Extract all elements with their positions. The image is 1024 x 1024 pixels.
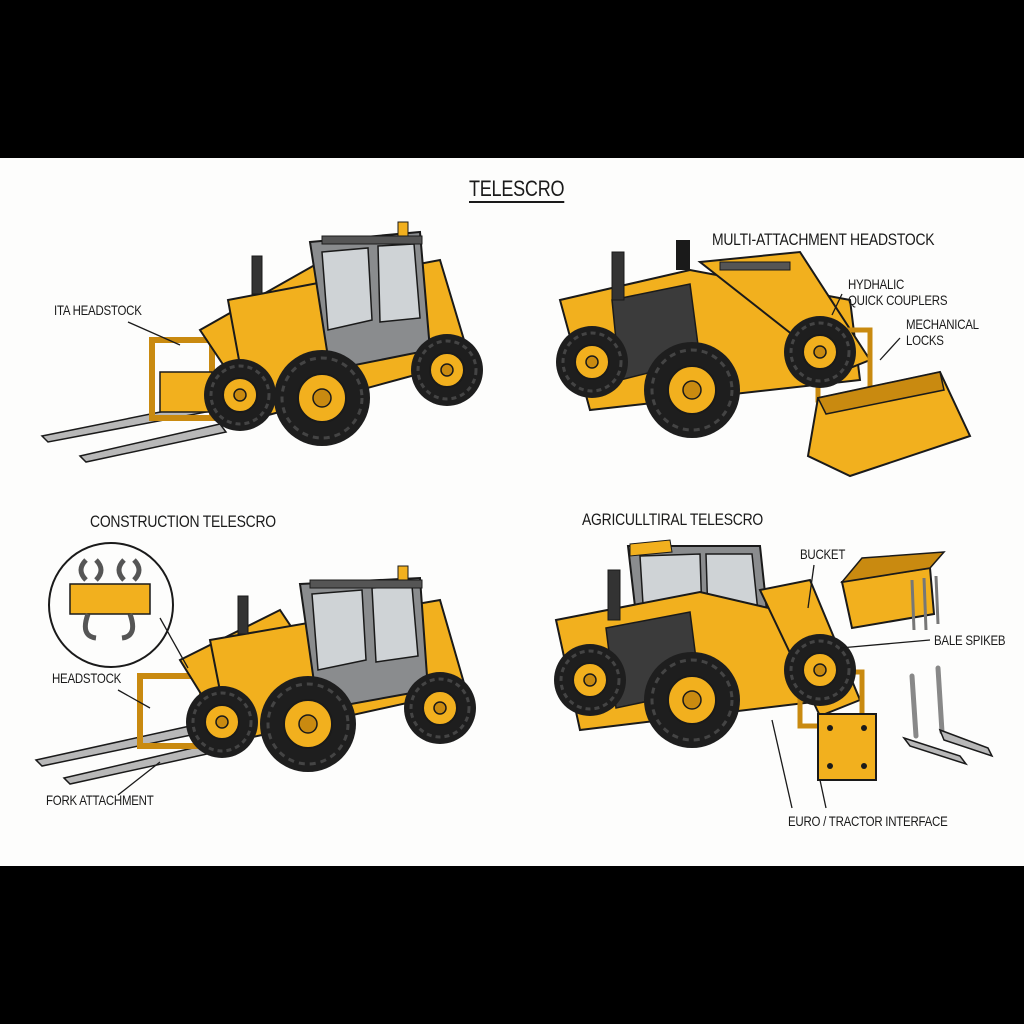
callout-mechanical: MECHANICAL <box>906 316 979 332</box>
page-title: TELESCRO <box>469 176 565 201</box>
callout-ita-headstock: ITA HEADSTOCK <box>54 302 142 318</box>
callout-hydraulic: HYDHALIC <box>848 276 905 292</box>
telehandler-top-left <box>40 221 485 463</box>
callout-euro-tractor-interface: EURO / TRACTOR INTERFACE <box>788 813 948 829</box>
heading-multi-attachment-headstock: MULTI-ATTACHMENT HEADSTOCK <box>712 230 935 249</box>
callout-leader-lines <box>117 293 931 809</box>
callout-bucket: BUCKET <box>800 546 846 562</box>
telehandler-top-right <box>554 240 972 478</box>
callout-headstock: HEADSTOCK <box>52 670 122 686</box>
telehandler-bottom-left <box>34 542 478 785</box>
letterbox-bottom <box>0 866 1024 1024</box>
callout-locks: LOCKS <box>906 332 944 348</box>
callout-fork-attachment: FORK ATTACHMENT <box>46 792 154 808</box>
heading-construction-telescro: CONSTRUCTION TELESCRO <box>90 512 276 531</box>
telehandler-bottom-right <box>552 539 994 781</box>
callout-quick-couplers: QUICK COUPLERS <box>848 292 948 308</box>
letterbox-top <box>0 0 1024 158</box>
heading-agricultural-telescro: AGRICULLTIRAL TELESCRO <box>582 510 764 529</box>
callout-bale-spike: BALE SPIKEB <box>934 632 1006 648</box>
